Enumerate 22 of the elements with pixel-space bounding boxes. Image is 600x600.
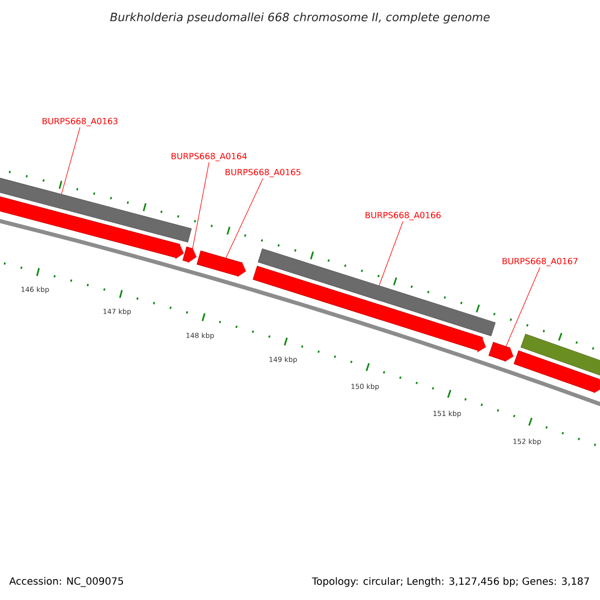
summary-text: Topology: circular; Length: 3,127,456 bp; Genes: 3,187	[312, 577, 589, 587]
leader-line	[378, 221, 404, 286]
gene-block	[196, 250, 246, 278]
gene-label: BURPS668_A0164	[172, 152, 247, 162]
gene-block	[252, 266, 486, 353]
gene-bar	[258, 248, 496, 336]
gene-label: BURPS668_A0163	[42, 118, 118, 126]
gene-label: BURPS668_A0166	[366, 212, 441, 220]
gene-label: BURPS668_A0165	[226, 168, 300, 178]
leader-line	[506, 267, 540, 347]
leader-line	[61, 127, 80, 194]
leader-line	[226, 178, 264, 258]
gene-label: BURPS668_A0167	[502, 258, 578, 266]
gene-block	[182, 246, 197, 263]
gene-block	[0, 196, 184, 260]
gene-block	[514, 350, 600, 394]
accession-text: Accession: NC_009075	[9, 577, 124, 587]
gene-block	[488, 342, 514, 362]
title: Burkholderia pseudomallei 668 chromosome II, complete genome	[110, 12, 490, 24]
gene-bar	[520, 334, 600, 376]
leader-line	[192, 162, 210, 249]
gene-bar	[0, 178, 192, 242]
